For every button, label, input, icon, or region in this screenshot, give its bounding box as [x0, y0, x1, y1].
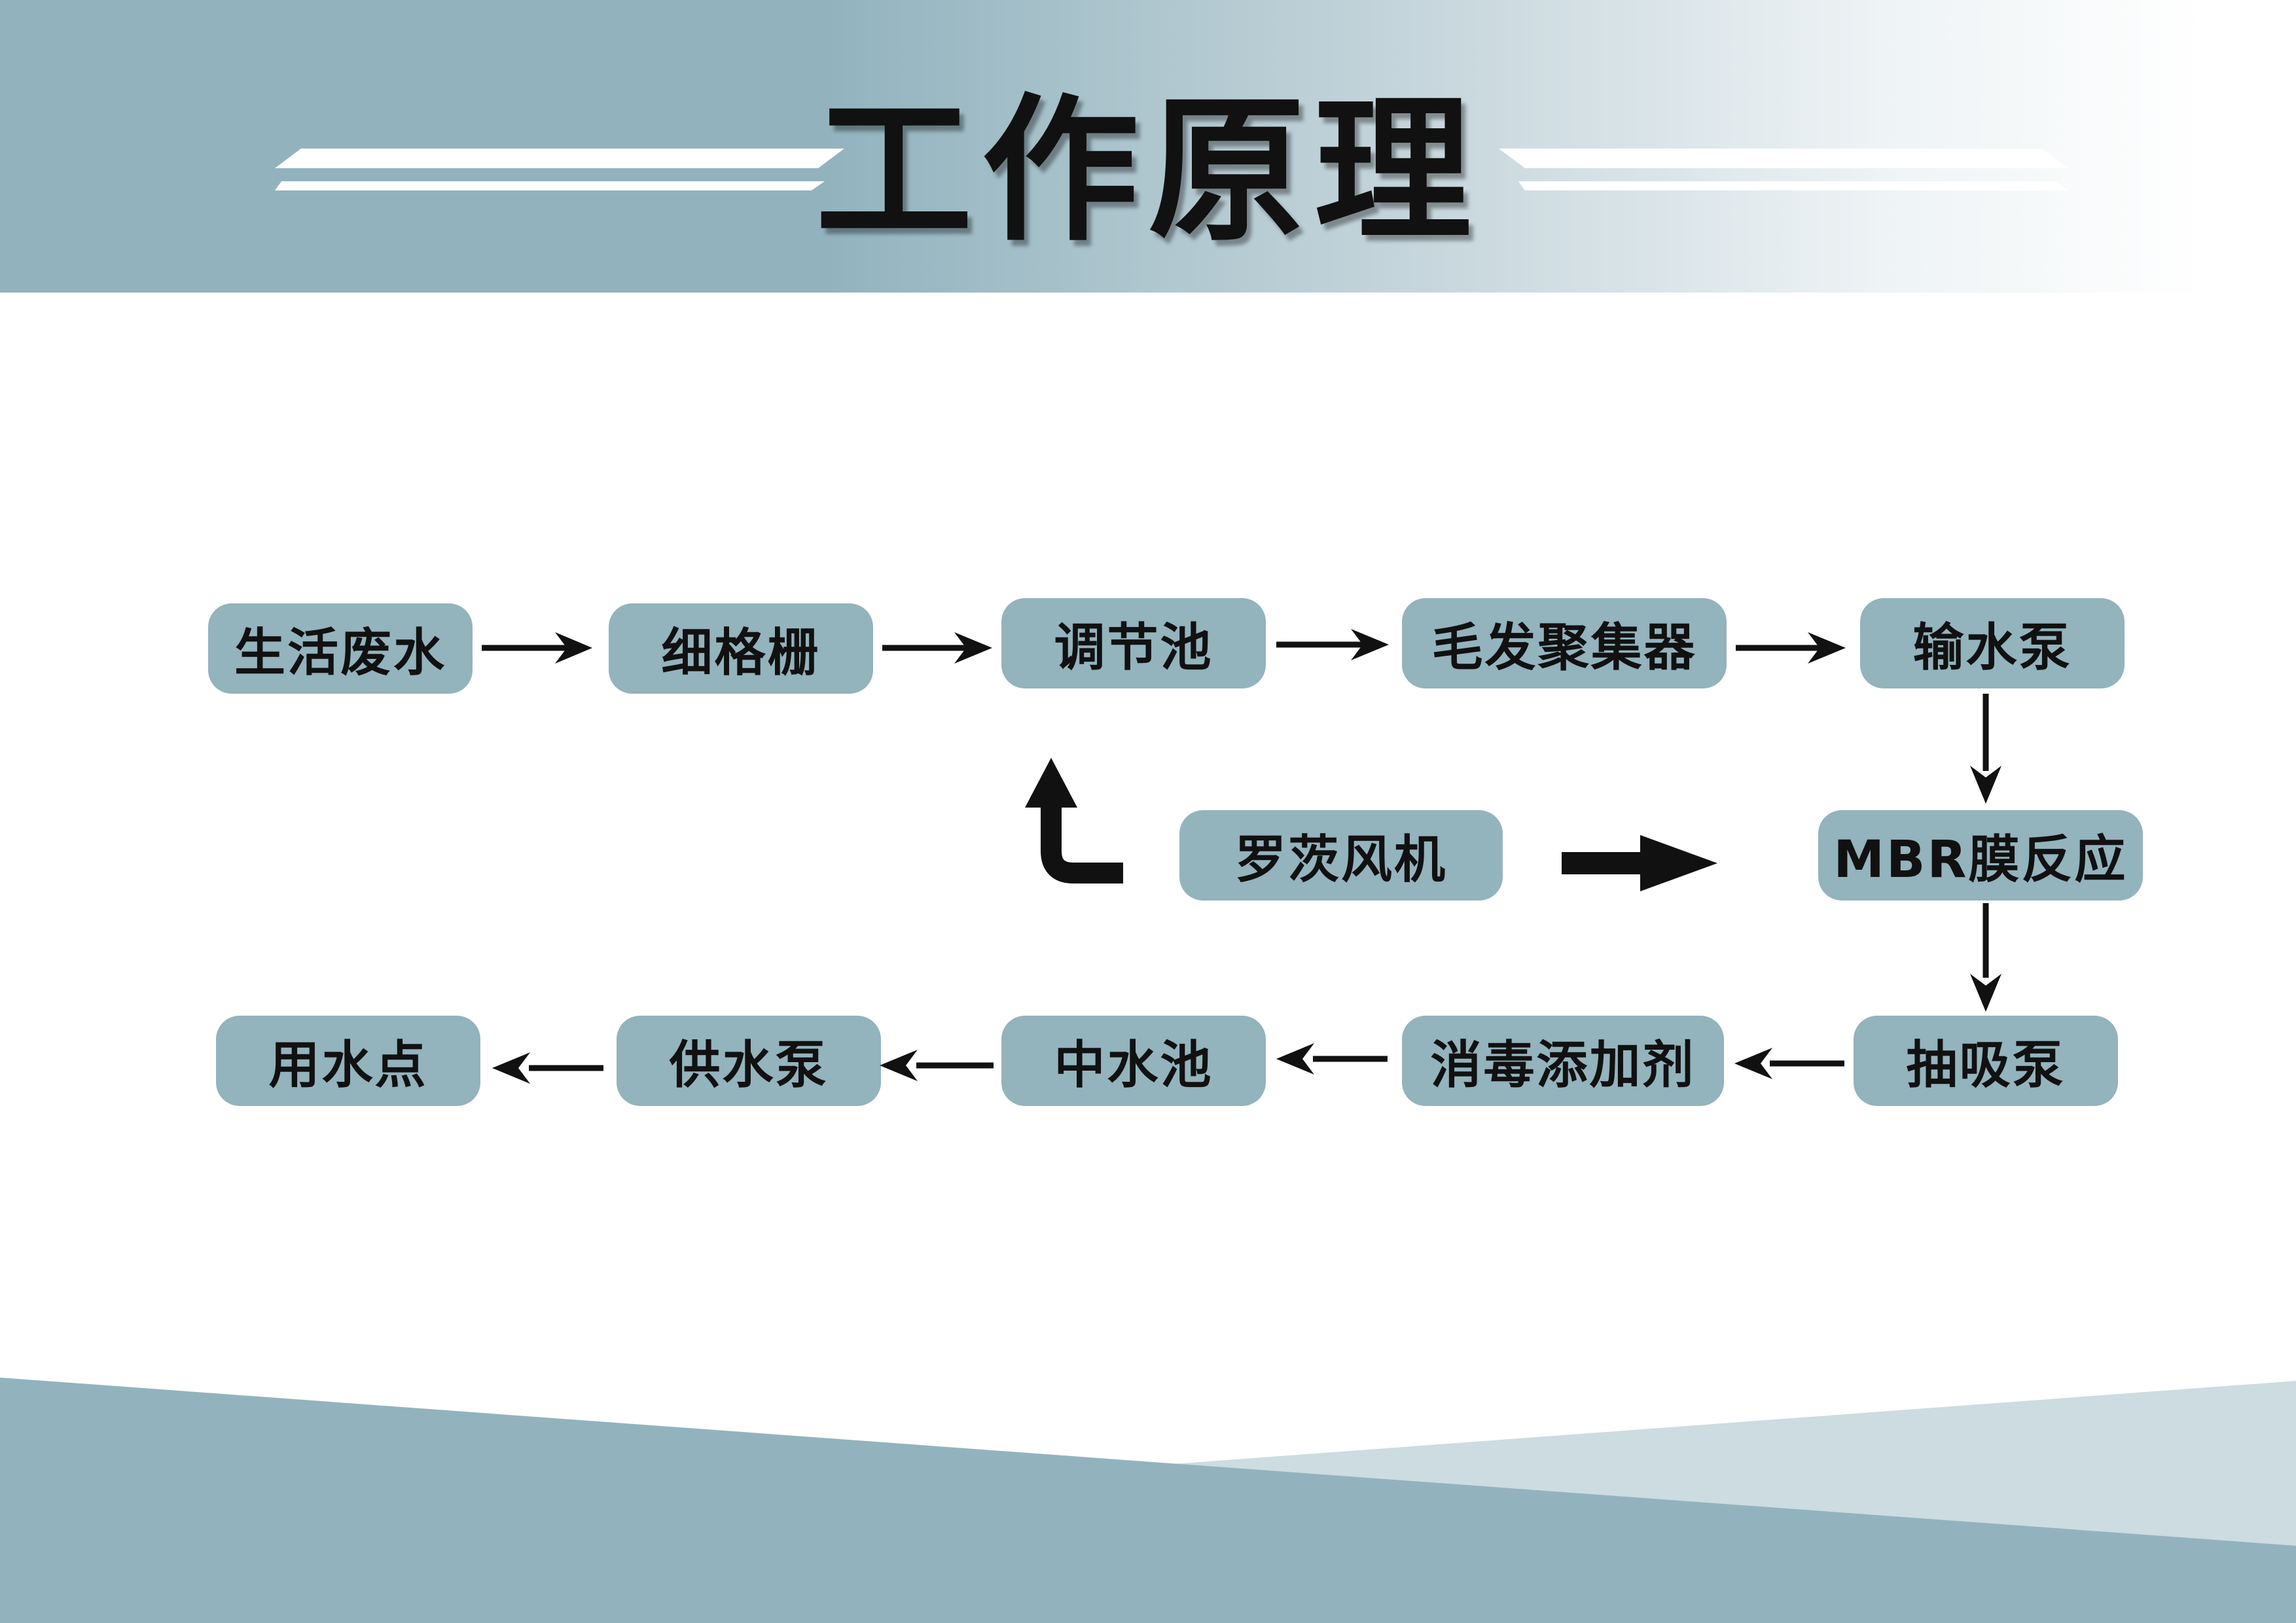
node-fine-screen: 细格栅	[609, 603, 873, 694]
air-feed-to-mbr	[1562, 835, 1717, 891]
node-use-point: 用水点	[216, 1016, 480, 1106]
header-band	[0, 0, 2296, 293]
title-decoration-right	[1499, 149, 2068, 190]
node-supply-pump: 供水泵	[617, 1016, 881, 1106]
node-roots-blower: 罗茨风机	[1179, 810, 1503, 901]
node-wastewater: 生活废水	[208, 603, 473, 694]
page-title: 工作原理	[815, 79, 1480, 262]
node-hair-collector: 毛发聚集器	[1402, 598, 1727, 688]
node-disinfectant-dosing: 消毒添加剂	[1402, 1016, 1724, 1106]
node-reclaimed-tank: 中水池	[1001, 1016, 1266, 1106]
node-mbr-reactor: MBR膜反应	[1818, 810, 2143, 901]
node-suction-pump: 抽吸泵	[1854, 1016, 2118, 1106]
title-decoration-left	[275, 149, 844, 190]
node-regulating-tank: 调节池	[1001, 598, 1266, 688]
node-transfer-pump: 输水泵	[1860, 598, 2125, 688]
